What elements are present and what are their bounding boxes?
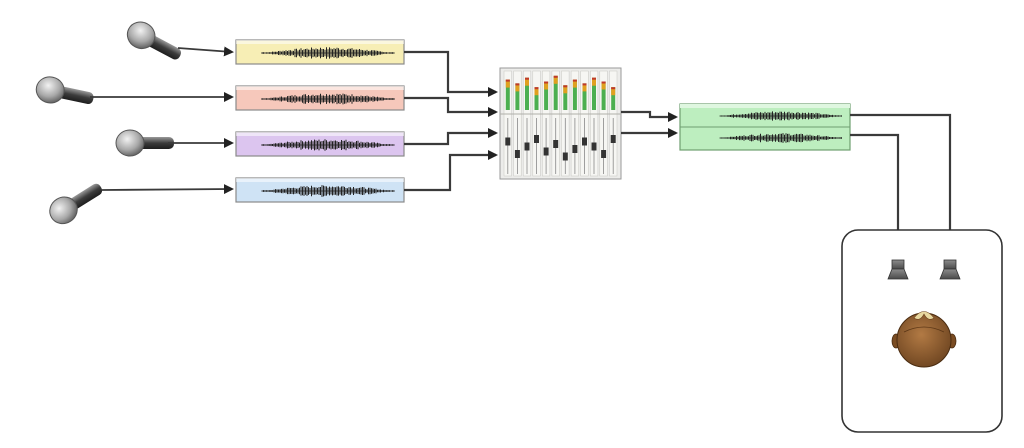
mixer-meter-peak bbox=[515, 83, 520, 92]
mixer-meter bbox=[592, 77, 596, 110]
track-clip-3 bbox=[235, 131, 405, 157]
mixer-meter-clip bbox=[525, 77, 529, 80]
mixer-meter-clip bbox=[572, 79, 577, 82]
track-clip-1 bbox=[235, 39, 405, 65]
mixer-meter-clip bbox=[592, 77, 596, 80]
track-clip-2 bbox=[235, 85, 405, 111]
mixer-meter bbox=[553, 75, 558, 110]
mixer-meter bbox=[572, 79, 577, 110]
track-cable-3 bbox=[404, 128, 498, 146]
stereo-waveform bbox=[719, 111, 842, 143]
mixer-fader-knob bbox=[514, 150, 520, 158]
mixer-fader-knob bbox=[534, 135, 539, 143]
mixer-meter-peak bbox=[525, 77, 529, 86]
mixer-meter-peak bbox=[553, 75, 558, 84]
mixer-fader-knob bbox=[543, 147, 549, 156]
listening-room bbox=[841, 229, 1003, 433]
mixer-meter bbox=[525, 77, 529, 110]
speaker-icon bbox=[887, 259, 909, 280]
mic-cable-4 bbox=[101, 184, 234, 195]
speaker-left bbox=[887, 259, 909, 280]
mixer-meter-peak bbox=[534, 87, 539, 96]
speaker-cable-left bbox=[850, 133, 903, 256]
stereo-output-clip bbox=[679, 103, 851, 151]
microphone-2 bbox=[35, 76, 94, 105]
mixer-fader-knob bbox=[553, 140, 559, 148]
mixer-meter-peak bbox=[572, 79, 577, 88]
mixer-meter-peak bbox=[505, 79, 510, 88]
microphone-icon bbox=[35, 76, 94, 105]
mixer-fader-knob bbox=[601, 150, 607, 158]
mixer-meter-peak bbox=[601, 81, 606, 90]
mixer-meter-clip bbox=[601, 81, 606, 84]
mixer-fader-knob bbox=[562, 152, 568, 161]
track-cable-4 bbox=[404, 150, 498, 192]
mixing-console bbox=[499, 67, 622, 180]
mixer-meter bbox=[563, 85, 568, 110]
mixer-meter bbox=[611, 87, 616, 110]
mixer-faders bbox=[500, 113, 621, 174]
mixer-meter-peak bbox=[544, 81, 549, 90]
mixer-meter-peak bbox=[592, 77, 596, 86]
mixer-fader-knob bbox=[505, 137, 511, 146]
track-cable-1 bbox=[404, 50, 498, 97]
mixer-meter-peak bbox=[582, 83, 587, 92]
mixer-meter bbox=[534, 87, 539, 110]
microphone-icon bbox=[49, 183, 103, 225]
mixer-meter-peak bbox=[611, 87, 616, 96]
mixer-meter bbox=[505, 79, 510, 110]
track-clip-highlight bbox=[236, 40, 404, 44]
track-cable-2 bbox=[404, 96, 498, 117]
mixer-fader-knob bbox=[610, 135, 616, 143]
mixer-meter-clip bbox=[611, 87, 616, 90]
mixer-fader-knob bbox=[524, 142, 530, 151]
mixer-meter-clip bbox=[553, 75, 558, 78]
mixer-fader-knob bbox=[591, 142, 597, 151]
mixer-meter-clip bbox=[515, 83, 520, 86]
speaker-cables bbox=[850, 113, 955, 256]
mixer-meter bbox=[582, 83, 587, 110]
track-clips bbox=[235, 39, 405, 203]
mixer-meter-clip bbox=[582, 83, 587, 86]
mixer-meter bbox=[515, 83, 520, 110]
speaker-right bbox=[939, 259, 961, 280]
track-clip-highlight bbox=[236, 178, 404, 182]
microphone-1 bbox=[126, 21, 182, 60]
mixer-meter-clip bbox=[505, 79, 510, 82]
track-cables bbox=[404, 50, 498, 192]
mixer-meter-clip bbox=[534, 87, 539, 90]
mixer-cable-left bbox=[621, 110, 678, 122]
track-clip-4 bbox=[235, 177, 405, 203]
mixer-fader-knob bbox=[582, 137, 587, 146]
mixer-meter-clip bbox=[544, 81, 549, 84]
mic-cable-1 bbox=[177, 46, 234, 57]
mixer-meter-peak bbox=[563, 85, 568, 94]
track-clip-highlight bbox=[236, 86, 404, 90]
mic-cables bbox=[90, 46, 234, 195]
microphone-4 bbox=[49, 183, 103, 225]
mixer-meter-clip bbox=[563, 85, 568, 88]
microphone-icon bbox=[126, 21, 182, 60]
speaker-cable-right bbox=[850, 113, 955, 256]
mixer-meter bbox=[544, 81, 549, 110]
mixer-cables bbox=[621, 110, 678, 138]
listener-head-icon bbox=[891, 311, 957, 368]
speaker-icon bbox=[939, 259, 961, 280]
microphone-icon bbox=[115, 129, 174, 157]
track-clip-highlight bbox=[236, 132, 404, 136]
microphone-3 bbox=[115, 129, 174, 157]
mixer-fader-knob bbox=[572, 145, 578, 153]
mixer-meter bbox=[601, 81, 606, 110]
